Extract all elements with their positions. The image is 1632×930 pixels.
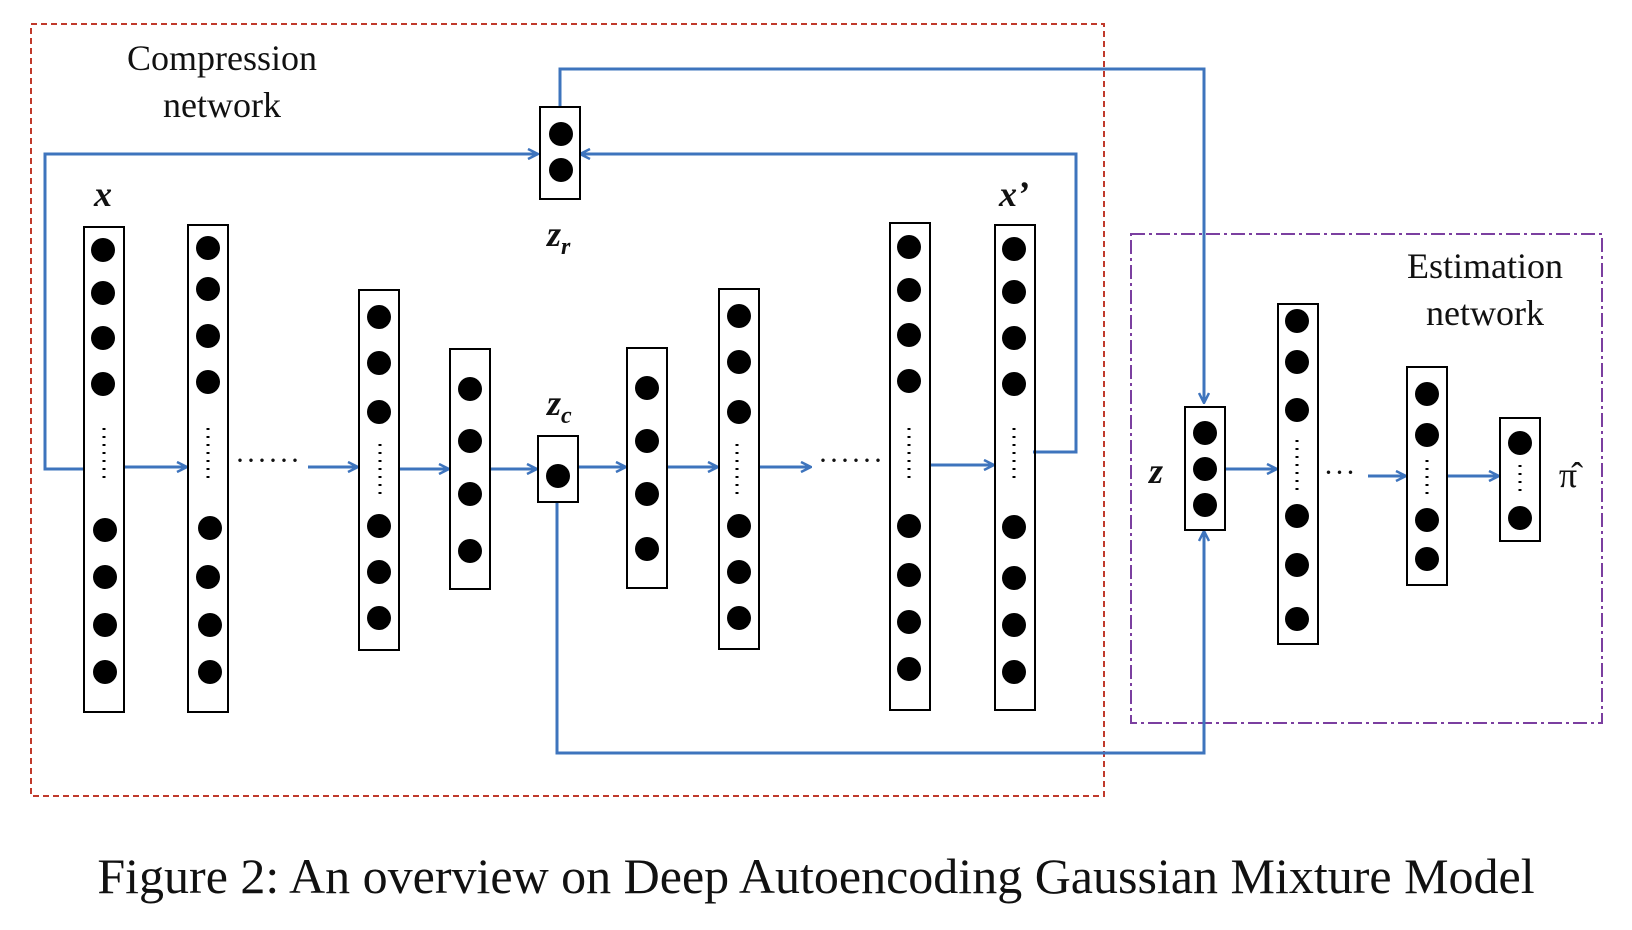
compression-network-label-line2: network: [163, 85, 281, 125]
layer-estimation-2: [1406, 366, 1448, 586]
edge-zr-to-z: [558, 67, 1204, 402]
layer-input-x: [83, 226, 125, 713]
layer-encoder-4: [449, 348, 491, 590]
estimation-ellipsis: ···: [1324, 456, 1357, 489]
layer-estimation-1: [1277, 303, 1319, 645]
compression-network-boundary: [30, 23, 1105, 797]
label-zc-base: z: [545, 383, 561, 423]
compression-network-label-line1: Compression: [127, 38, 317, 78]
estimation-network-boundary: [1130, 233, 1603, 724]
label-zr-sub: r: [561, 234, 571, 260]
label-xprime: x’: [998, 174, 1029, 214]
encoder-ellipsis: ······: [235, 444, 301, 477]
label-zr-base: z: [545, 214, 561, 254]
label-zc: zc: [545, 383, 572, 429]
edge-x-to-zr: [43, 154, 537, 471]
layer-estimation-output: [1499, 417, 1541, 542]
label-zr: zr: [545, 214, 571, 260]
decoder-ellipsis: ······: [818, 444, 884, 477]
estimation-network-label-line2: network: [1426, 293, 1544, 333]
layer-zr: [539, 106, 581, 200]
layer-decoder-1: [626, 347, 668, 589]
edge-xprime-to-zr: [581, 154, 1078, 454]
label-zc-sub: c: [561, 403, 572, 429]
label-x: x: [93, 174, 112, 214]
layer-encoder-3: [358, 289, 400, 651]
estimation-network-label-line1: Estimation: [1407, 246, 1563, 286]
layer-encoder-2: [187, 224, 229, 713]
label-z: z: [1147, 451, 1163, 491]
layer-decoder-2: [718, 288, 760, 650]
label-pi-hat: π̂: [1559, 455, 1583, 495]
layer-zc: [537, 435, 579, 503]
layer-z: [1184, 406, 1226, 531]
edge-zc-to-z: [555, 502, 1204, 755]
layer-decoder-3: [889, 222, 931, 711]
layer-output-xprime: [994, 224, 1036, 711]
figure-caption: Figure 2: An overview on Deep Autoencodi…: [97, 848, 1534, 904]
